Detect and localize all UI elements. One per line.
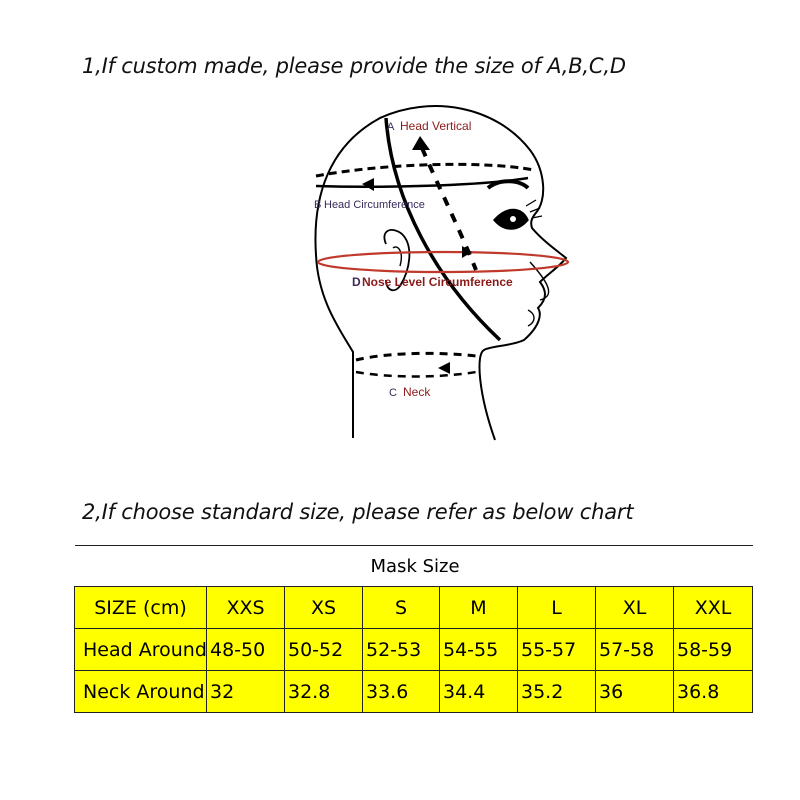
table-cell: 32.8 <box>284 670 363 713</box>
label-c-text: Neck <box>403 385 431 399</box>
nose-outline <box>529 261 550 301</box>
table-title-row: Mask Size <box>74 545 753 587</box>
label-a-text: Head Vertical <box>400 119 471 133</box>
nose-level-arrow <box>462 246 472 258</box>
header-cell: XS <box>284 586 363 629</box>
nose-level-band <box>316 250 570 274</box>
table-cell: 58-59 <box>672 628 754 671</box>
head-circumference-line <box>315 162 535 178</box>
header-cell: XXL <box>672 586 754 629</box>
table-row-neck-around: Neck Around 32 32.8 33.6 34.4 35.2 36 36… <box>74 670 754 713</box>
table-cell: 36 <box>595 670 674 713</box>
ear-inner <box>392 246 402 267</box>
ear-outline <box>383 229 411 292</box>
heading-standard-size: 2,If choose standard size, please refer … <box>82 500 634 524</box>
label-b-letter: B <box>314 199 321 211</box>
head-vertical-line <box>384 117 502 342</box>
head-vertical-arrow <box>412 136 430 150</box>
header-cell: L <box>517 586 596 629</box>
table-cell: 57-58 <box>595 628 674 671</box>
header-cell: XXS <box>206 586 285 629</box>
label-d-text: Nose Level Circumference <box>362 275 513 289</box>
table-header-row: SIZE (cm) XXS XS S M L XL XXL <box>74 586 754 629</box>
neck-arrow <box>438 362 450 374</box>
heading-custom-made: 1,If custom made, please provide the siz… <box>82 54 626 78</box>
table-cell: 35.2 <box>517 670 596 713</box>
label-c-letter: C <box>389 387 397 399</box>
table-cell: 48-50 <box>206 628 285 671</box>
row-label: Head Around <box>74 628 207 671</box>
row-label: Neck Around <box>74 670 207 713</box>
label-d-letter: D <box>352 275 361 289</box>
header-cell: SIZE (cm) <box>74 586 207 629</box>
lips-outline <box>527 309 535 327</box>
table-cell: 32 <box>206 670 285 713</box>
head-circumference-line-front <box>315 176 529 188</box>
header-cell: XL <box>595 586 674 629</box>
table-cell: 33.6 <box>362 670 440 713</box>
table-cell: 36.8 <box>672 670 754 713</box>
neck-line <box>355 351 477 362</box>
neck-line-front <box>355 370 477 378</box>
header-cell: M <box>439 586 518 629</box>
label-a-letter: A <box>387 121 395 133</box>
table-cell: 55-57 <box>517 628 596 671</box>
label-b-text: Head Circumference <box>324 199 425 211</box>
table-cell: 52-53 <box>362 628 440 671</box>
table-cell: 50-52 <box>284 628 363 671</box>
eyelashes <box>525 199 543 219</box>
head-circumference-arrow <box>362 178 374 191</box>
mask-size-table: Mask Size SIZE (cm) XXS XS S M L XL XXL … <box>74 545 754 713</box>
table-cell: 34.4 <box>439 670 518 713</box>
table-cell: 54-55 <box>439 628 518 671</box>
head-outline <box>314 105 568 441</box>
table-row-head-around: Head Around 48-50 50-52 52-53 54-55 55-5… <box>74 628 754 671</box>
header-cell: S <box>362 586 440 629</box>
eye-highlight <box>510 216 516 222</box>
table-title: Mask Size <box>74 545 753 587</box>
